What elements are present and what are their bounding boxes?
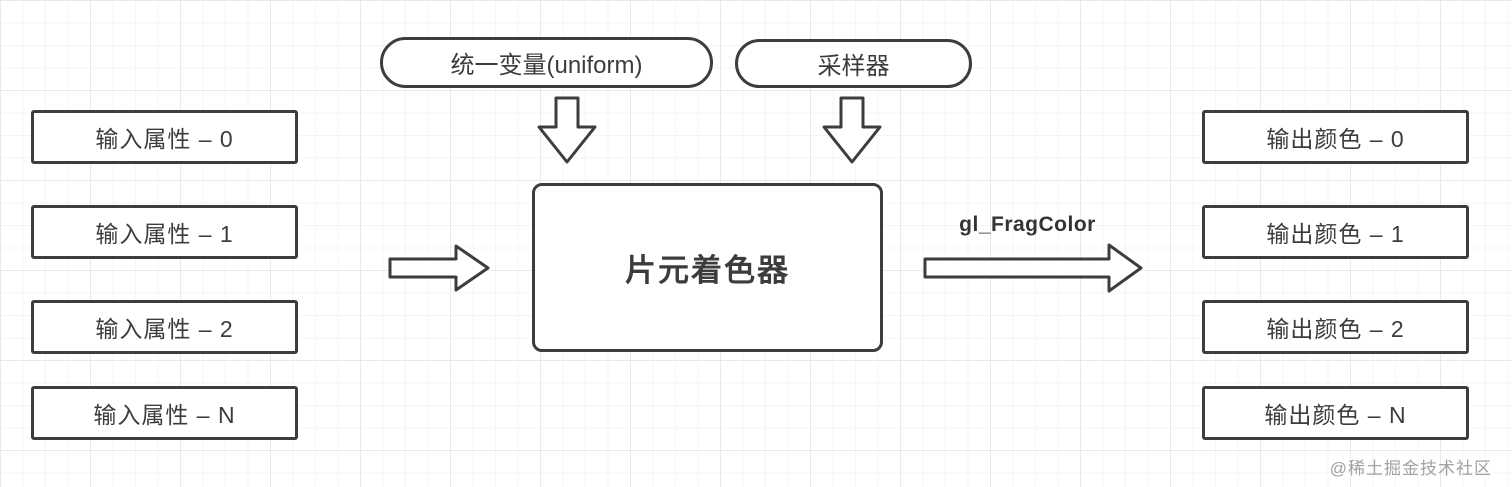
output-color-label-1: 输出颜色 – 1 bbox=[1266, 221, 1405, 247]
right-arrow-icon bbox=[923, 243, 1143, 293]
input-attribute-label-1: 输入属性 – 1 bbox=[95, 221, 234, 247]
input-attribute-box-2: 输入属性 – 2 bbox=[31, 300, 298, 354]
input-attribute-box-0: 输入属性 – 0 bbox=[31, 110, 298, 164]
output-color-box-n: 输出颜色 – N bbox=[1202, 386, 1469, 440]
sampler-label: 采样器 bbox=[817, 53, 890, 80]
output-color-box-1: 输出颜色 – 1 bbox=[1202, 205, 1469, 259]
input-attribute-box-n: 输入属性 – N bbox=[31, 386, 298, 440]
input-attribute-label-2: 输入属性 – 2 bbox=[95, 316, 234, 342]
sampler-node: 采样器 bbox=[735, 39, 972, 88]
output-color-box-0: 输出颜色 – 0 bbox=[1202, 110, 1469, 164]
uniform-variable-label: 统一变量(uniform) bbox=[450, 52, 643, 79]
input-attribute-label-n: 输入属性 – N bbox=[93, 402, 236, 428]
input-attribute-box-1: 输入属性 – 1 bbox=[31, 205, 298, 259]
output-color-box-2: 输出颜色 – 2 bbox=[1202, 300, 1469, 354]
output-color-label-0: 输出颜色 – 0 bbox=[1266, 126, 1405, 152]
output-color-label-2: 输出颜色 – 2 bbox=[1266, 316, 1405, 342]
watermark: @稀土掘金技术社区 bbox=[1329, 459, 1492, 478]
output-color-label-n: 输出颜色 – N bbox=[1264, 402, 1407, 428]
down-arrow-icon bbox=[822, 96, 882, 164]
input-attribute-label-0: 输入属性 – 0 bbox=[95, 126, 234, 152]
gl-fragcolor-label: gl_FragColor bbox=[959, 213, 1096, 236]
fragment-shader-label: 片元着色器 bbox=[625, 253, 790, 288]
fragment-shader-node: 片元着色器 bbox=[532, 183, 883, 352]
down-arrow-icon bbox=[537, 96, 597, 164]
uniform-variable-node: 统一变量(uniform) bbox=[380, 37, 713, 88]
right-arrow-icon bbox=[388, 244, 490, 292]
